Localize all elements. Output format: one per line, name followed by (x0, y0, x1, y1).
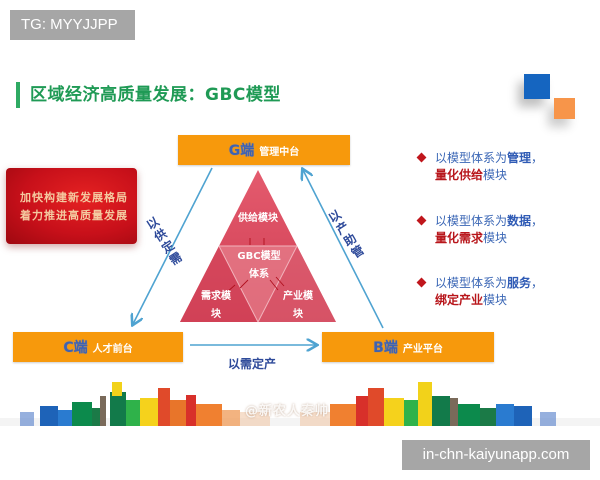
node-g-key: G端 (228, 143, 255, 159)
slogan-line-1: 加快构建新发展格局 (20, 191, 128, 204)
url-overlay: in-chn-kaiyunapp.com (402, 440, 590, 470)
node-b-label: 产业平台 (402, 343, 443, 355)
node-c-key: C端 (63, 340, 88, 356)
node-b-key: B端 (373, 340, 398, 356)
slogan-line-2: 着力推进高质量发展 (20, 209, 128, 222)
node-g-management-hub: G端 管理中台 (178, 135, 350, 165)
title-accent-bar (16, 82, 20, 108)
edge-label-c-g: 以供定需 (144, 214, 185, 268)
decorative-blue-square (524, 74, 550, 99)
edge-label-b-g: 以产助管 (326, 207, 367, 261)
slide-title: 区域经济高质量发展：GBC模型 (30, 85, 281, 105)
bullet-item: 以模型体系为服务， 绑定产业模块 (416, 275, 598, 309)
node-c-label: 人才前台 (92, 343, 133, 355)
triangle-label-industry: 产业模块 (283, 291, 313, 320)
node-c-talent-front: C端 人才前台 (13, 332, 183, 362)
bullet-item: 以模型体系为数据， 量化需求模块 (416, 213, 598, 247)
triangle-label-center: GBC模型体系 (237, 251, 281, 280)
node-g-label: 管理中台 (259, 146, 300, 158)
triangle-label-supply: 供给模块 (238, 213, 278, 224)
edge-label-c-b: 以需定产 (228, 357, 277, 371)
bullet-item: 以模型体系为管理， 量化供给模块 (416, 150, 598, 184)
triangle-label-demand: 需求模块 (201, 291, 231, 320)
slogan-card: 加快构建新发展格局 着力推进高质量发展 (6, 168, 137, 244)
decorative-orange-square (554, 98, 575, 119)
weibo-watermark: @新农人秦帅 (245, 404, 330, 419)
node-b-industry-platform: B端 产业平台 (322, 332, 494, 362)
channel-tag-overlay: TG: MYYJJPP (10, 10, 135, 40)
